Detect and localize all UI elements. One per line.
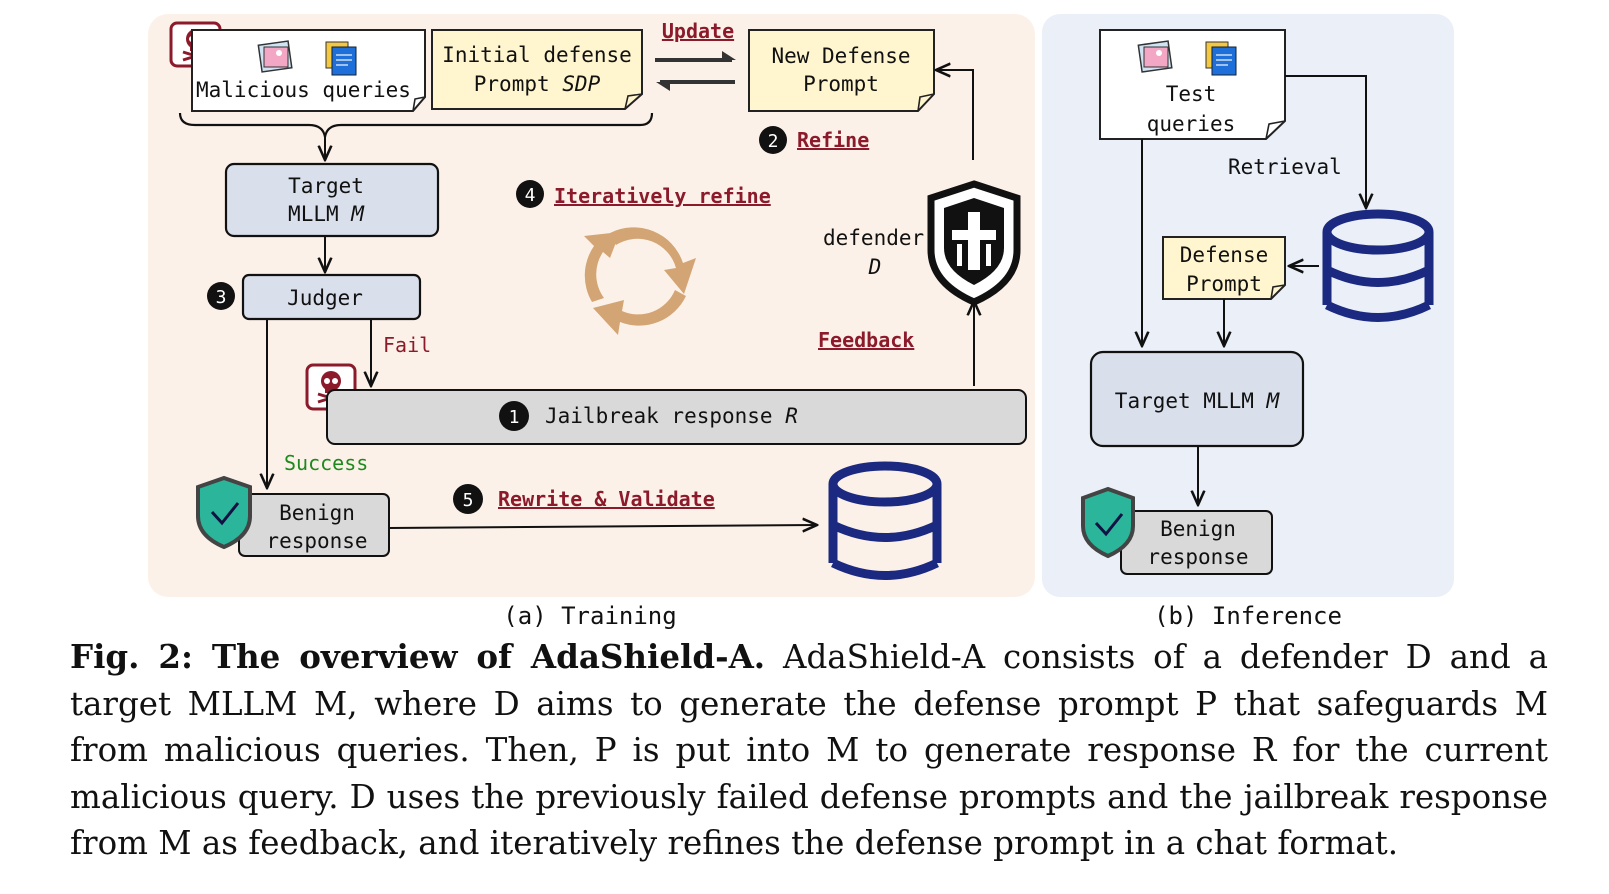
judger-label: Judger (287, 286, 363, 310)
step4-number: 4 (525, 185, 536, 206)
malicious-queries-label: Malicious queries (196, 78, 411, 102)
defender-label: defender (823, 226, 924, 250)
step5-number: 5 (463, 490, 474, 511)
inference-panel-label: (b) Inference (1154, 602, 1342, 630)
defense-prompt-line2: Prompt (1186, 272, 1262, 296)
iteratively-refine-label: Iteratively refine (554, 184, 771, 208)
feedback-label: Feedback (818, 328, 914, 352)
image-icon-test (1137, 40, 1173, 73)
retrieval-label: Retrieval (1228, 155, 1342, 179)
refine-label: Refine (797, 128, 869, 152)
step5-marker (453, 484, 483, 514)
svg-text:Jailbreak response R: Jailbreak response R (545, 404, 798, 428)
benign-line1: Benign (279, 501, 355, 525)
document-icon-test (1205, 41, 1237, 76)
database-icon (828, 461, 942, 580)
target-mllm-box (224, 162, 440, 238)
caption-title: Fig. 2: The overview of AdaShield-A. (70, 637, 766, 676)
inference-panel (1042, 14, 1454, 597)
new-defense-line1: New Defense (771, 44, 910, 68)
defender-var: D (868, 255, 882, 279)
cycle-icon (584, 227, 696, 335)
svg-text:Target MLLM M: Target MLLM M (1115, 389, 1281, 413)
database-icon-inference (1322, 209, 1434, 322)
initial-defense-var: SDP (562, 72, 600, 96)
rewrite-validate-label: Rewrite & Validate (498, 487, 715, 511)
step3-marker (207, 282, 235, 310)
benign-line2: response (266, 529, 367, 553)
new-defense-line2: Prompt (803, 72, 879, 96)
training-panel-label: (a) Training (503, 602, 676, 630)
initial-defense-line2: Prompt (474, 72, 550, 96)
inference-target-label: Target MLLM (1115, 389, 1254, 413)
adashield-diagram: Malicious queries Initial defense Prompt… (148, 14, 1454, 630)
document-icon (325, 41, 357, 76)
svg-text:Prompt SDP: Prompt SDP (474, 72, 601, 96)
jailbreak-response-label: Jailbreak response (545, 404, 773, 428)
initial-defense-line1: Initial defense (442, 43, 632, 67)
step2-number: 2 (768, 131, 779, 152)
defense-prompt-line1: Defense (1180, 243, 1269, 267)
step4-marker (516, 180, 544, 208)
inference-benign-line1: Benign (1160, 517, 1236, 541)
check-shield-icon-inference (1081, 486, 1135, 559)
test-queries-line2: queries (1147, 112, 1236, 136)
update-arrows (655, 51, 736, 91)
step3-number: 3 (216, 287, 227, 308)
success-label: Success (284, 451, 368, 475)
new-defense-note (748, 29, 935, 112)
judger-box (241, 273, 422, 321)
initial-defense-note (431, 29, 643, 110)
figure-caption: Fig. 2: The overview of AdaShield-A. Ada… (70, 634, 1548, 867)
step1-marker (499, 401, 529, 431)
step1-number: 1 (509, 407, 520, 428)
inference-target-var: M (1266, 389, 1281, 413)
step2-marker (759, 126, 787, 154)
caption-body: AdaShield-A consists of a defender D and… (70, 638, 1548, 862)
jailbreak-response-box (326, 389, 1027, 445)
update-label: Update (662, 19, 734, 43)
target-mllm-line1: Target (288, 174, 364, 198)
malicious-queries-note (191, 29, 426, 112)
inference-benign-line2: response (1147, 545, 1248, 569)
shield-defender-icon (927, 180, 1021, 306)
check-shield-icon (196, 475, 252, 550)
fail-label: Fail (383, 333, 431, 357)
target-mllm-var: M (350, 202, 365, 226)
svg-text:MLLM M: MLLM M (288, 202, 365, 226)
jailbreak-var: R (785, 404, 798, 428)
image-icon (257, 40, 293, 73)
target-mllm-line2: MLLM (288, 202, 339, 226)
defense-prompt-note (1162, 236, 1286, 300)
training-panel (148, 14, 1035, 597)
test-queries-line1: Test (1166, 82, 1217, 106)
